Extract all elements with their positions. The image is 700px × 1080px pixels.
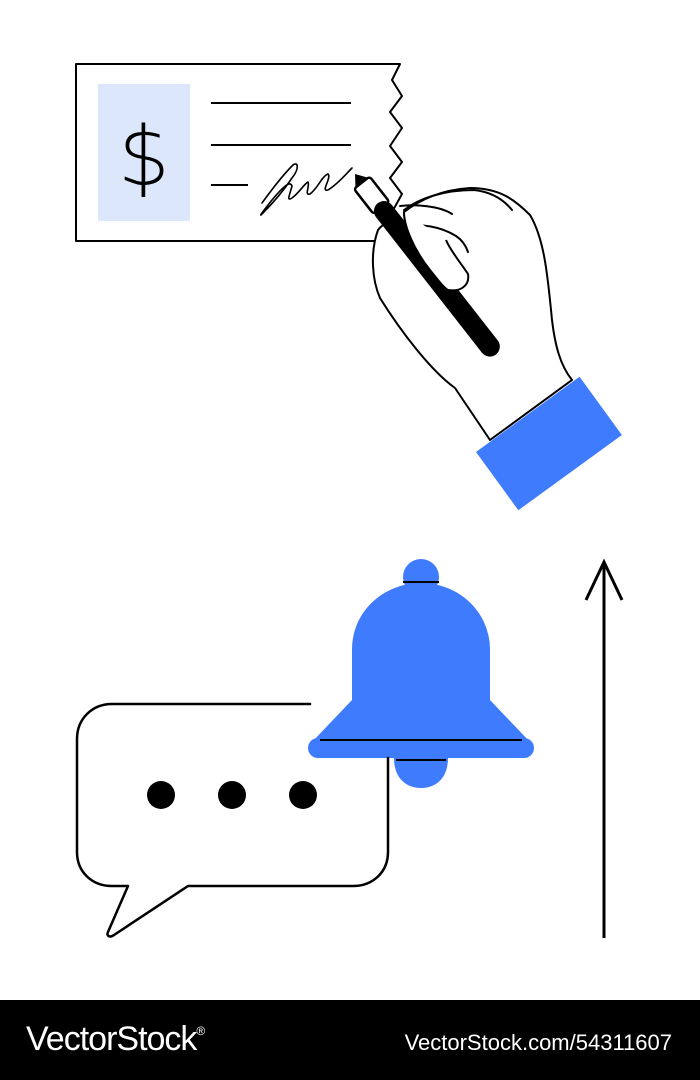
typing-dot-3 bbox=[289, 781, 317, 809]
typing-dot-1 bbox=[147, 781, 175, 809]
bell-icon bbox=[308, 559, 534, 788]
brand-name: VectorStock bbox=[26, 1020, 197, 1058]
brand-logo: VectorStock® bbox=[26, 1020, 205, 1059]
sleeve bbox=[476, 376, 622, 511]
illustration: $ bbox=[75, 63, 624, 938]
hand-fingers bbox=[403, 211, 470, 292]
brand-mark: ® bbox=[196, 1024, 205, 1038]
footer-bar: VectorStock® VectorStock.com/54311607 bbox=[0, 1000, 700, 1080]
signature bbox=[259, 163, 353, 216]
arrow-up-icon bbox=[584, 558, 624, 938]
hand-thumb bbox=[403, 188, 513, 211]
currency-box bbox=[98, 84, 190, 221]
chat-bubble-icon bbox=[75, 702, 390, 938]
image-reference: VectorStock.com/54311607 bbox=[404, 1030, 672, 1055]
check-icon: $ bbox=[75, 63, 403, 242]
typing-dot-2 bbox=[218, 781, 246, 809]
currency-symbol: $ bbox=[118, 110, 170, 205]
